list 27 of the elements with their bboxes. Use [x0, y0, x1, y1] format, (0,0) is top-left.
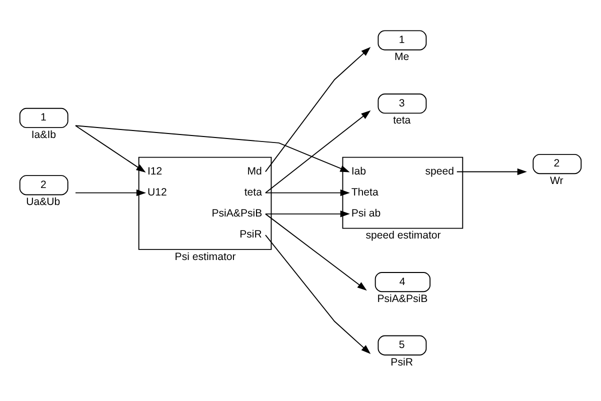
- node-label: Wr: [550, 174, 564, 187]
- node-label: PsiA&PsiB: [377, 293, 428, 306]
- arrow: [75, 125, 146, 173]
- node-box: I12 Md U12 teta PsiA&PsiB PsiR: [138, 156, 272, 250]
- node-label: Me: [394, 51, 410, 64]
- node-label: teta: [393, 114, 411, 127]
- arrow: [265, 213, 367, 291]
- arrow: [75, 189, 146, 196]
- node-label: Psi estimator: [174, 250, 236, 263]
- node-label: Ia&Ib: [31, 128, 56, 141]
- node-label: speed estimator: [366, 230, 441, 242]
- node-label: Ua&Ub: [26, 196, 60, 208]
- node-box: 2: [532, 154, 582, 174]
- node-box: 1: [378, 30, 427, 50]
- arrow: [265, 234, 371, 354]
- node-box: 1: [19, 108, 68, 128]
- arrow: [265, 46, 371, 172]
- node-box: 4: [374, 272, 430, 292]
- arrow: [265, 210, 350, 218]
- node-box: 3: [378, 94, 427, 114]
- arrow: [265, 110, 371, 194]
- node-label: PsiR: [390, 356, 413, 368]
- arrow: [265, 189, 350, 196]
- node-box: 2: [19, 175, 68, 196]
- node-box: 5: [378, 335, 427, 356]
- arrow: [75, 125, 350, 172]
- arrow: [456, 168, 527, 176]
